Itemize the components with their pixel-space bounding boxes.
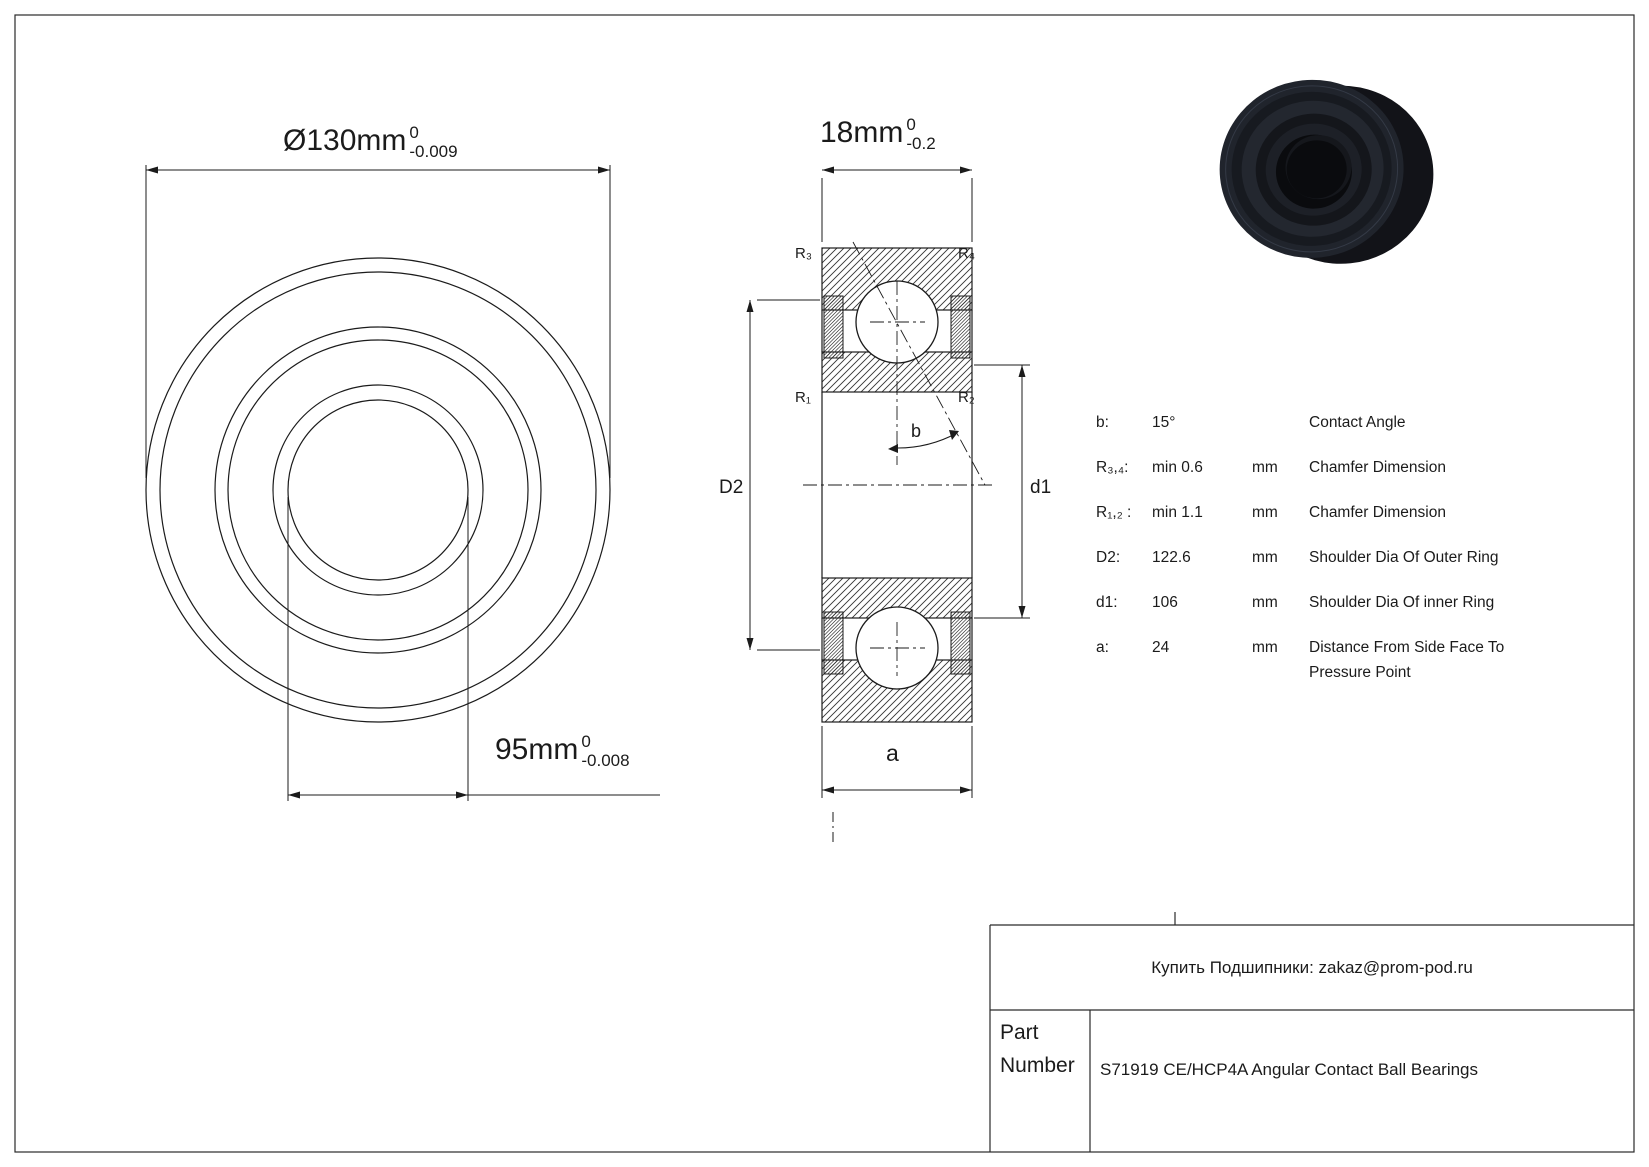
spec-row-d2: D2: 122.6 mm Shoulder Dia Of Outer Ring — [1096, 545, 1544, 570]
spec-value: min 0.6 — [1152, 459, 1203, 476]
arrowhead — [822, 786, 834, 794]
width-value: 18mm — [820, 116, 904, 150]
arrowhead — [288, 791, 300, 799]
section-drawing — [803, 241, 993, 723]
arrowhead — [746, 638, 754, 650]
spec-param: R₃,₄: — [1096, 459, 1129, 476]
part-label-line2: Number — [1000, 1054, 1075, 1077]
part-number-label: Part Number — [1000, 1016, 1075, 1082]
arrowhead — [1018, 606, 1026, 618]
d1-dimension-line — [974, 364, 1030, 619]
bore-diameter-tolerance: 0-0.008 — [581, 732, 630, 771]
spec-unit: mm — [1252, 504, 1278, 521]
outer-diameter-value: Ø130mm — [283, 124, 407, 158]
spec-value: 122.6 — [1152, 549, 1191, 566]
outer-diameter-tolerance: 0-0.009 — [409, 123, 458, 162]
spec-description: Chamfer Dimension — [1309, 459, 1446, 476]
contact-text: Купить Подшипники: zakaz@prom-pod.ru — [1151, 957, 1473, 977]
width-tolerance: 0-0.2 — [906, 115, 936, 154]
spec-row-a: a: 24 mm Distance From Side Face To Pres… — [1096, 635, 1544, 685]
spec-value: min 1.1 — [1152, 504, 1203, 521]
spec-value: 106 — [1152, 594, 1178, 611]
spec-row-r12: R₁,₂ : min 1.1 mm Chamfer Dimension — [1096, 500, 1544, 525]
spec-value: 24 — [1152, 639, 1170, 656]
chamfer-label-r2: R₂ — [958, 389, 975, 406]
d1-label: d1 — [1030, 477, 1052, 498]
d2-label: D2 — [717, 477, 746, 499]
spec-param: d1: — [1096, 594, 1118, 611]
arrowhead — [960, 786, 972, 794]
a-dimension-line — [821, 726, 973, 845]
seals — [823, 295, 971, 675]
bore-diameter-value: 95mm — [495, 733, 579, 767]
chamfer-label-r4: R₄ — [958, 245, 975, 262]
chamfer-label-r3: R₃ — [795, 245, 812, 262]
arrowhead — [822, 166, 834, 174]
bearing-3d-image — [1219, 79, 1434, 264]
spec-row-d1: d1: 106 mm Shoulder Dia Of inner Ring — [1096, 590, 1544, 615]
bore-dimension-lines — [287, 497, 660, 801]
arrowhead — [146, 166, 158, 174]
spec-description: Shoulder Dia Of Outer Ring — [1309, 549, 1499, 566]
chamfer-label-r1: R₁ — [795, 389, 811, 406]
spec-description: Contact Angle — [1309, 414, 1406, 431]
spec-unit: mm — [1252, 459, 1278, 476]
spec-row-b: b: 15° Contact Angle — [1096, 410, 1544, 435]
spec-unit: mm — [1252, 594, 1278, 611]
arrowhead — [456, 791, 468, 799]
spec-table: b: 15° Contact Angle R₃,₄: min 0.6 mm Ch… — [1096, 410, 1544, 705]
d2-dimension-line — [749, 299, 820, 651]
contact-angle-lines — [803, 241, 993, 676]
spec-row-r34: R₃,₄: min 0.6 mm Chamfer Dimension — [1096, 455, 1544, 480]
spec-unit: mm — [1252, 639, 1278, 656]
part-number-value: S71919 CE/HCP4A Angular Contact Ball Bea… — [1100, 1060, 1479, 1079]
pressure-distance-label: a — [886, 740, 899, 766]
part-label-line1: Part — [1000, 1021, 1039, 1044]
spec-description: Distance From Side Face To Pressure Poin… — [1309, 639, 1505, 681]
spec-param: R₁,₂ : — [1096, 504, 1132, 521]
spec-description: Shoulder Dia Of inner Ring — [1309, 594, 1495, 611]
width-dimension-lines — [821, 169, 973, 242]
title-block-lines — [989, 912, 1634, 1152]
front-view-drawing — [145, 257, 611, 723]
contact-angle-label: b — [911, 421, 922, 441]
spec-param: b: — [1096, 414, 1109, 431]
arrowhead — [1018, 365, 1026, 377]
spec-unit: mm — [1252, 549, 1278, 566]
od-dimension-lines — [145, 165, 611, 478]
arrowhead — [746, 300, 754, 312]
spec-description: Chamfer Dimension — [1309, 504, 1446, 521]
arrowhead — [960, 166, 972, 174]
page-border — [14, 14, 1635, 1153]
spec-value: 15° — [1152, 414, 1176, 431]
spec-param: D2: — [1096, 549, 1121, 566]
spec-param: a: — [1096, 639, 1109, 656]
arrowhead — [598, 166, 610, 174]
